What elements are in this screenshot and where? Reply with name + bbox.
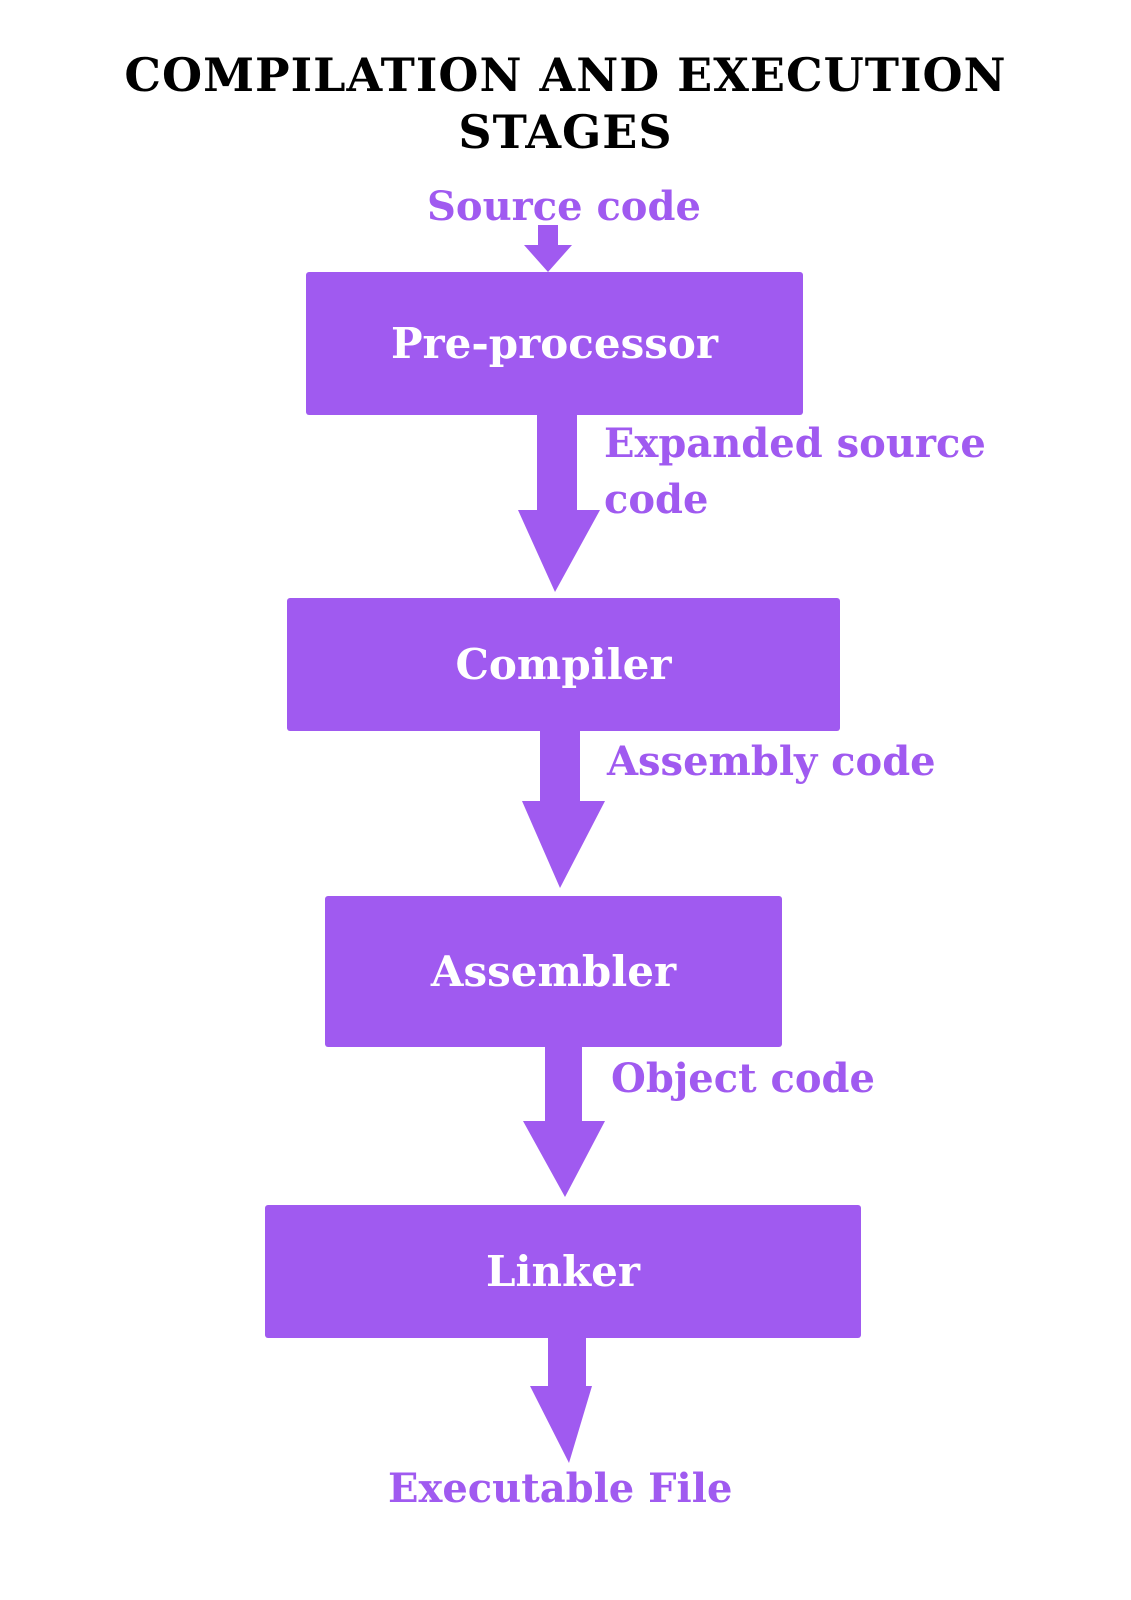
arrow-linker-to-executable — [530, 1327, 592, 1463]
stage-box-preprocessor: Pre-processor — [306, 272, 803, 415]
arrow-preprocessor-to-compiler — [518, 413, 600, 592]
page-title-line-2: STAGES — [458, 105, 673, 159]
arrow-compiler-to-assembler — [522, 728, 605, 888]
source-code-label: Source code — [427, 183, 701, 230]
stage-label-assembler: Assembler — [430, 947, 677, 996]
connection-label-assembly-code: Assembly code — [607, 738, 936, 785]
arrow-assembler-to-linker — [523, 1041, 605, 1197]
stage-box-linker: Linker — [265, 1205, 861, 1338]
stage-box-compiler: Compiler — [287, 598, 840, 731]
stage-label-compiler: Compiler — [455, 640, 672, 689]
connection-label-expanded-source-line-1: Expanded source — [604, 420, 986, 467]
stage-label-linker: Linker — [486, 1247, 640, 1296]
stage-box-assembler: Assembler — [325, 896, 782, 1047]
connection-label-object-code: Object code — [611, 1055, 875, 1102]
connection-label-expanded-source-line-2: code — [604, 476, 709, 523]
page-title-line-1: COMPILATION AND EXECUTION — [124, 48, 1007, 102]
executable-file-label: Executable File — [388, 1465, 733, 1512]
stage-label-preprocessor: Pre-processor — [390, 319, 719, 368]
arrow-source-to-preprocessor — [524, 225, 572, 272]
